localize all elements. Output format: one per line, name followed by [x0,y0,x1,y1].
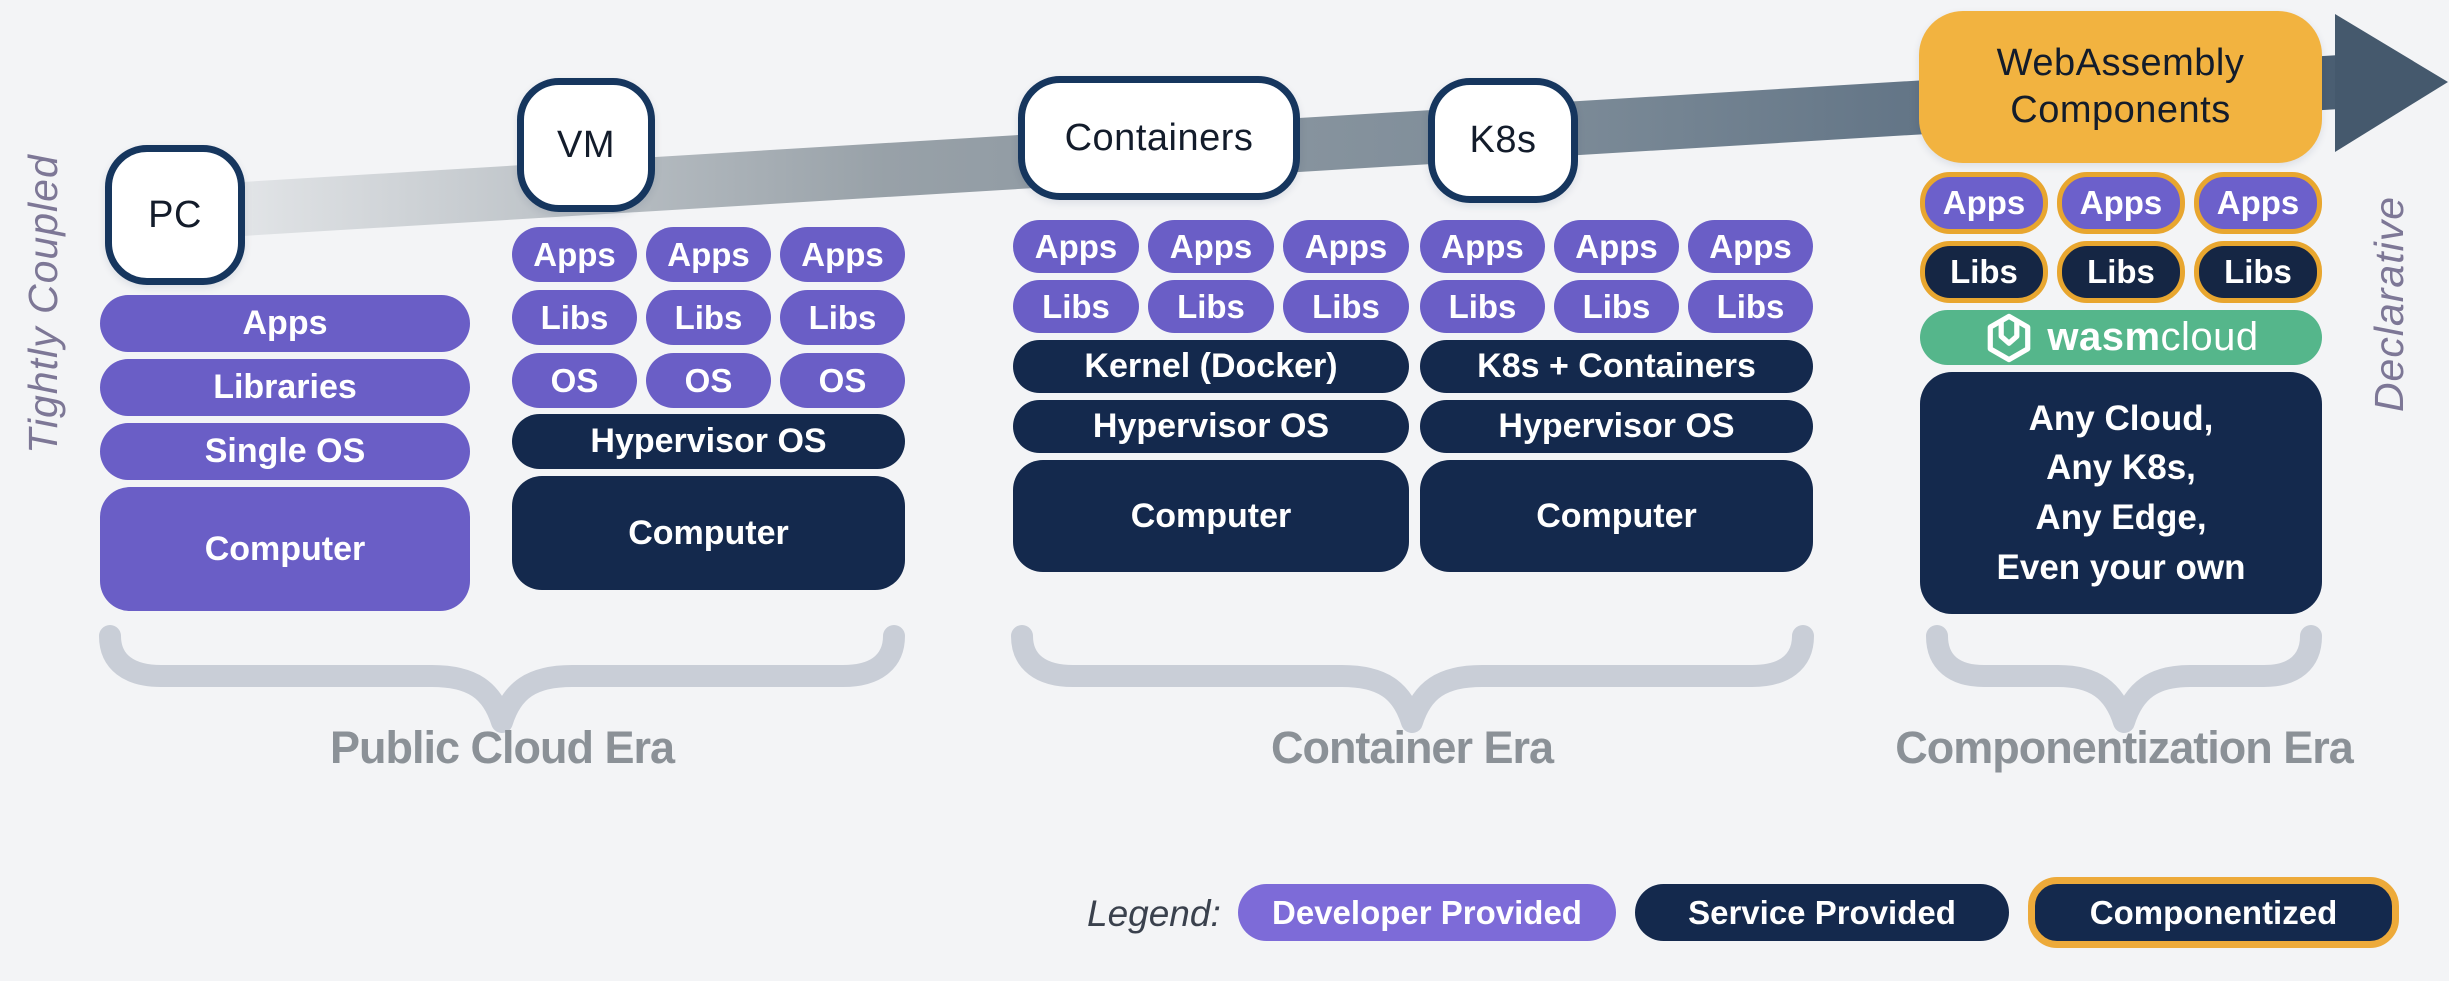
k8s-apps-pill: Apps [1420,220,1545,273]
wasmcloud-wordmark-bold: wasm [2047,315,2161,359]
host-line: Any Cloud, [2028,398,2214,438]
pc-libraries-bar: Libraries [100,359,470,416]
containers-libs-pill: Libs [1013,280,1139,333]
k8s-apps-pill: Apps [1554,220,1679,273]
vm-apps-pill: Apps [512,227,637,282]
era-brace-container [1011,625,1814,733]
k8s-apps-pill: Apps [1688,220,1813,273]
vm-os-pill: OS [646,353,771,408]
pc-single-os-bar: Single OS [100,423,470,480]
legend-label: Legend: [1087,893,1221,934]
right-axis-label: Declarative [2366,195,2412,413]
k8s-libs-pill: Libs [1420,280,1545,333]
k8s-libs-pill: Libs [1554,280,1679,333]
wasm-anywhere-box: Any Cloud, Any K8s, Any Edge, Even your … [1920,372,2322,614]
wasm-bubble-line1: WebAssembly [1996,41,2245,84]
era-label-container: Container Era [1270,722,1554,773]
wasmcloud-wordmark-light: cloud [2160,315,2259,359]
containers-libs-pill: Libs [1148,280,1274,333]
pc-computer-bar: Computer [100,487,470,611]
left-axis-label: Tightly Coupled [20,154,66,454]
wasmcloud-wordmark: wasmcloud [2047,315,2258,360]
containers-apps-pill: Apps [1013,220,1139,273]
era-brace-public-cloud [99,625,905,733]
bubble-webassembly-components: WebAssembly Components [1919,11,2322,163]
vm-os-pill: OS [512,353,637,408]
vm-hypervisor-bar: Hypervisor OS [512,414,905,469]
wasm-bubble-line2: Components [2010,89,2231,131]
wasmcloud-hexagon-icon [1988,313,2031,362]
k8s-orchestrator-bar: K8s + Containers [1420,340,1813,393]
vm-os-pill: OS [780,353,905,408]
containers-apps-pill: Apps [1148,220,1274,273]
era-label-public-cloud: Public Cloud Era [329,722,675,773]
wasm-libs-pill: Libs [1920,241,2048,303]
host-line: Any K8s, [2046,448,2196,488]
wasm-libs-pill: Libs [2194,241,2322,303]
wasm-apps-pill: Apps [1920,172,2048,234]
host-line: Even your own [1996,547,2246,587]
containers-hypervisor-bar: Hypervisor OS [1013,400,1409,453]
vm-apps-pill: Apps [780,227,905,282]
k8s-computer-bar: Computer [1420,460,1813,572]
containers-computer-bar: Computer [1013,460,1409,572]
bubble-pc: PC [105,145,245,285]
pc-apps-bar: Apps [100,295,470,352]
k8s-hypervisor-bar: Hypervisor OS [1420,400,1813,453]
bubble-k8s: K8s [1428,78,1578,203]
k8s-libs-pill: Libs [1688,280,1813,333]
host-line: Any Edge, [2035,498,2207,537]
bubble-vm: VM [517,78,655,212]
wasm-apps-pill: Apps [2194,172,2322,234]
legend-componentized-pill: Componentized [2028,877,2399,948]
wasm-libs-pill: Libs [2057,241,2185,303]
era-label-componentization: Componentization Era [1895,722,2354,773]
wasmcloud-platform-bar: wasmcloud [1920,310,2322,365]
legend-service-provided-pill: Service Provided [1635,884,2009,941]
containers-kernel-bar: Kernel (Docker) [1013,340,1409,393]
arrow-head [2335,14,2448,152]
vm-libs-pill: Libs [780,290,905,345]
containers-libs-pill: Libs [1283,280,1409,333]
vm-computer-bar: Computer [512,476,905,590]
vm-libs-pill: Libs [512,290,637,345]
vm-libs-pill: Libs [646,290,771,345]
bubble-containers: Containers [1018,76,1300,200]
legend-developer-provided-pill: Developer Provided [1238,884,1616,941]
wasm-apps-pill: Apps [2057,172,2185,234]
era-brace-componentization [1926,625,2322,733]
containers-apps-pill: Apps [1283,220,1409,273]
vm-apps-pill: Apps [646,227,771,282]
